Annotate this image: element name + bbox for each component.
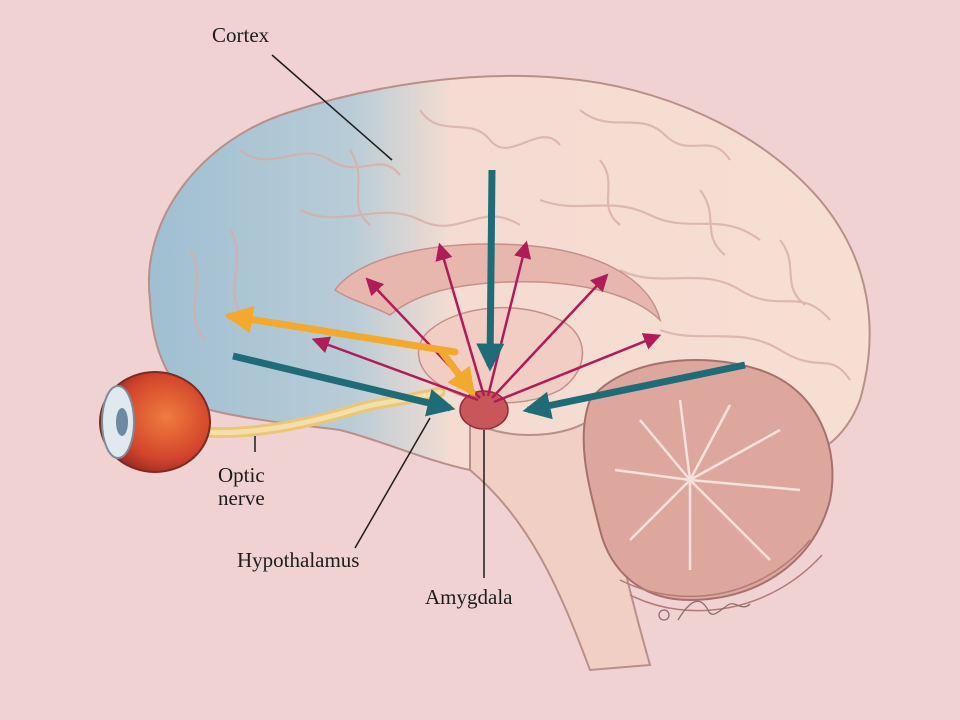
optic-nerve-label: Optic nerve [218, 464, 265, 510]
optic-nerve-label-line2: nerve [218, 486, 265, 510]
eye-icon [99, 371, 211, 473]
leader-lines [254, 54, 485, 578]
amygdala-label: Amygdala [425, 585, 513, 609]
gyri-lines [189, 109, 851, 381]
cortex-label: Cortex [212, 23, 270, 47]
teal-arrows [232, 169, 746, 420]
teal-arrow-from-visual [232, 352, 456, 417]
optic-nerve-label-line1: Optic [218, 463, 265, 487]
hypothalamus-label: Hypothalamus [237, 548, 360, 572]
magenta-arrow-6 [493, 333, 662, 404]
artist-signature [658, 600, 751, 621]
orange-arrows [224, 305, 476, 397]
cortex-leader [271, 54, 393, 161]
orange-arrow-to-amygdala [438, 348, 476, 397]
teal-arrow-from-cerebellum [522, 361, 746, 420]
cerebellum-illustration [582, 359, 834, 612]
orange-arrow-to-visual-cortex [224, 305, 459, 356]
teal-arrow-from-cortex [476, 169, 505, 372]
hypothalamus-leader [354, 417, 431, 549]
magenta-arrow-5 [491, 273, 609, 399]
